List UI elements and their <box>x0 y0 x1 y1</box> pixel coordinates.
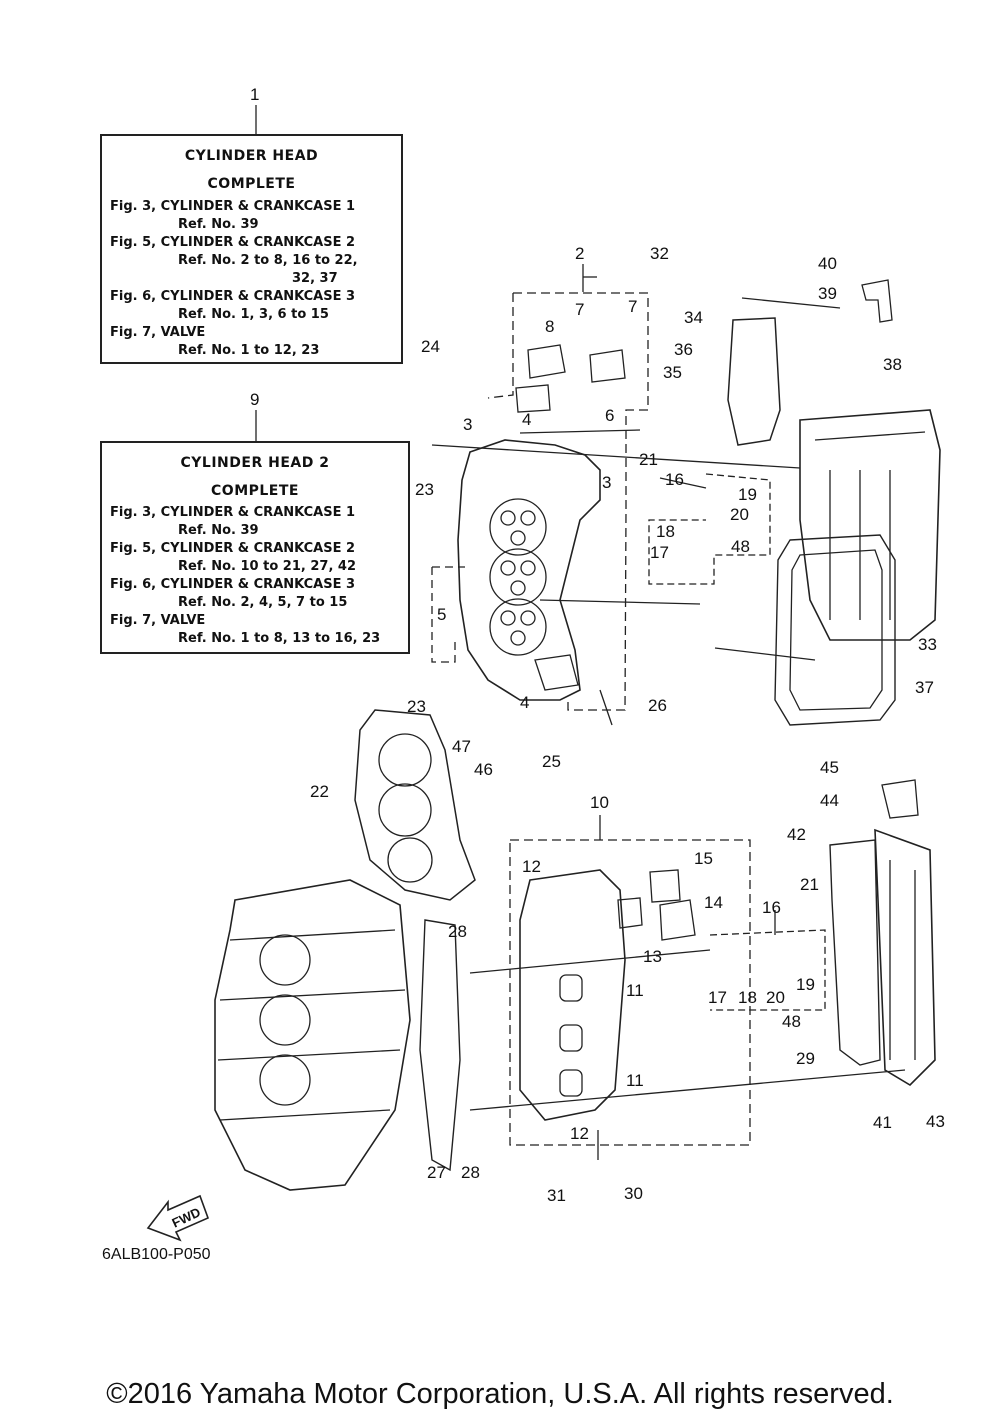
callout-number: 37 <box>915 678 934 697</box>
callout-number: 2 <box>575 244 584 263</box>
callout-number: 8 <box>545 317 554 336</box>
callout-number: 30 <box>624 1184 643 1203</box>
fwd-label: FWD <box>170 1204 203 1230</box>
callout-labels: 2 32 7 7 8 24 40 39 34 36 35 38 3 4 6 3 … <box>250 85 945 1205</box>
note-line: 32, 37 <box>292 271 338 286</box>
callout-number: 23 <box>407 697 426 716</box>
callout-number: 6 <box>605 406 614 425</box>
note-title-line: COMPLETE <box>207 176 296 192</box>
callout-number: 18 <box>656 522 675 541</box>
note-line: Ref. No. 2 to 8, 16 to 22, <box>178 253 358 268</box>
callout-number: 12 <box>570 1124 589 1143</box>
callout-number: 33 <box>918 635 937 654</box>
callout-number: 12 <box>522 857 541 876</box>
callout-number: 35 <box>663 363 682 382</box>
callout-number: 17 <box>650 543 669 562</box>
callout-number: 48 <box>782 1012 801 1031</box>
callout-number: 11 <box>626 981 644 1000</box>
callout-number: 5 <box>437 605 446 624</box>
callout-number: 41 <box>873 1113 892 1132</box>
note-box-cylinder-head-2: CYLINDER HEAD 2 COMPLETE Fig. 3, CYLINDE… <box>100 441 410 654</box>
callout-number: 32 <box>650 244 669 263</box>
note-1-ref: 1 <box>250 85 259 104</box>
callout-number: 45 <box>820 758 839 777</box>
callout-number: 40 <box>818 254 837 273</box>
callout-number: 34 <box>684 308 703 327</box>
callout-number: 43 <box>926 1112 945 1131</box>
note-line: Ref. No. 2, 4, 5, 7 to 15 <box>178 595 348 610</box>
callout-number: 21 <box>639 450 658 469</box>
note-title-line: COMPLETE <box>211 483 299 499</box>
note-line: Fig. 5, CYLINDER & CRANKCASE 2 <box>110 235 356 250</box>
callout-number: 48 <box>731 537 750 556</box>
callout-number: 47 <box>452 737 471 756</box>
callout-number: 28 <box>461 1163 480 1182</box>
note-line: Ref. No. 1, 3, 6 to 15 <box>178 307 329 322</box>
callout-number: 10 <box>590 793 609 812</box>
note-line: Ref. No. 39 <box>178 523 259 538</box>
note-line: Fig. 7, VALVE <box>110 613 206 628</box>
callout-number: 20 <box>766 988 785 1007</box>
note-line: Ref. No. 1 to 12, 23 <box>178 343 320 358</box>
callout-number: 4 <box>520 693 529 712</box>
note-line: Ref. No. 1 to 8, 13 to 16, 23 <box>178 631 381 646</box>
callout-number: 7 <box>628 297 637 316</box>
callout-number: 25 <box>542 752 561 771</box>
note-line: Fig. 7, VALVE <box>110 325 206 340</box>
callout-number: 36 <box>674 340 693 359</box>
callout-number: 17 <box>708 988 727 1007</box>
note-line: Fig. 5, CYLINDER & CRANKCASE 2 <box>110 541 356 556</box>
callout-number: 20 <box>730 505 749 524</box>
copyright-notice: ©2016 Yamaha Motor Corporation, U.S.A. A… <box>106 1378 894 1410</box>
note-line: Fig. 3, CYLINDER & CRANKCASE 1 <box>110 199 356 214</box>
figure-code: 6ALB100-P050 <box>102 1246 211 1263</box>
note-line: Fig. 3, CYLINDER & CRANKCASE 1 <box>110 505 356 520</box>
note-title-line: CYLINDER HEAD 2 <box>180 455 330 471</box>
callout-number: 27 <box>427 1163 446 1182</box>
callout-number: 38 <box>883 355 902 374</box>
callout-number: 22 <box>310 782 329 801</box>
note-9-ref: 9 <box>250 390 259 409</box>
note-line: Fig. 6, CYLINDER & CRANKCASE 3 <box>110 289 356 304</box>
callout-number: 24 <box>421 337 440 356</box>
callout-number: 23 <box>415 480 434 499</box>
callout-number: 46 <box>474 760 493 779</box>
note-box-cylinder-head: CYLINDER HEAD COMPLETE Fig. 3, CYLINDER … <box>100 134 403 364</box>
callout-number: 19 <box>738 485 757 504</box>
callout-number: 42 <box>787 825 806 844</box>
note-line: Fig. 6, CYLINDER & CRANKCASE 3 <box>110 577 356 592</box>
callout-number: 16 <box>762 898 781 917</box>
callout-number: 18 <box>738 988 757 1007</box>
callout-number: 44 <box>820 791 839 810</box>
callout-number: 3 <box>602 473 611 492</box>
callout-number: 29 <box>796 1049 815 1068</box>
callout-number: 15 <box>694 849 713 868</box>
note-line: Ref. No. 10 to 21, 27, 42 <box>178 559 357 574</box>
callout-number: 4 <box>522 410 531 429</box>
callout-number: 7 <box>575 300 584 319</box>
callout-number: 39 <box>818 284 837 303</box>
callout-number: 16 <box>665 470 684 489</box>
callout-number: 11 <box>626 1071 644 1090</box>
callout-number: 19 <box>796 975 815 994</box>
callout-number: 14 <box>704 893 723 912</box>
callout-number: 31 <box>547 1186 566 1205</box>
callout-number: 13 <box>643 947 662 966</box>
callout-number: 21 <box>800 875 819 894</box>
callout-number: 28 <box>448 922 467 941</box>
note-title-line: CYLINDER HEAD <box>184 148 319 164</box>
callout-number: 3 <box>463 415 472 434</box>
callout-number: 26 <box>648 696 667 715</box>
note-line: Ref. No. 39 <box>178 217 259 232</box>
